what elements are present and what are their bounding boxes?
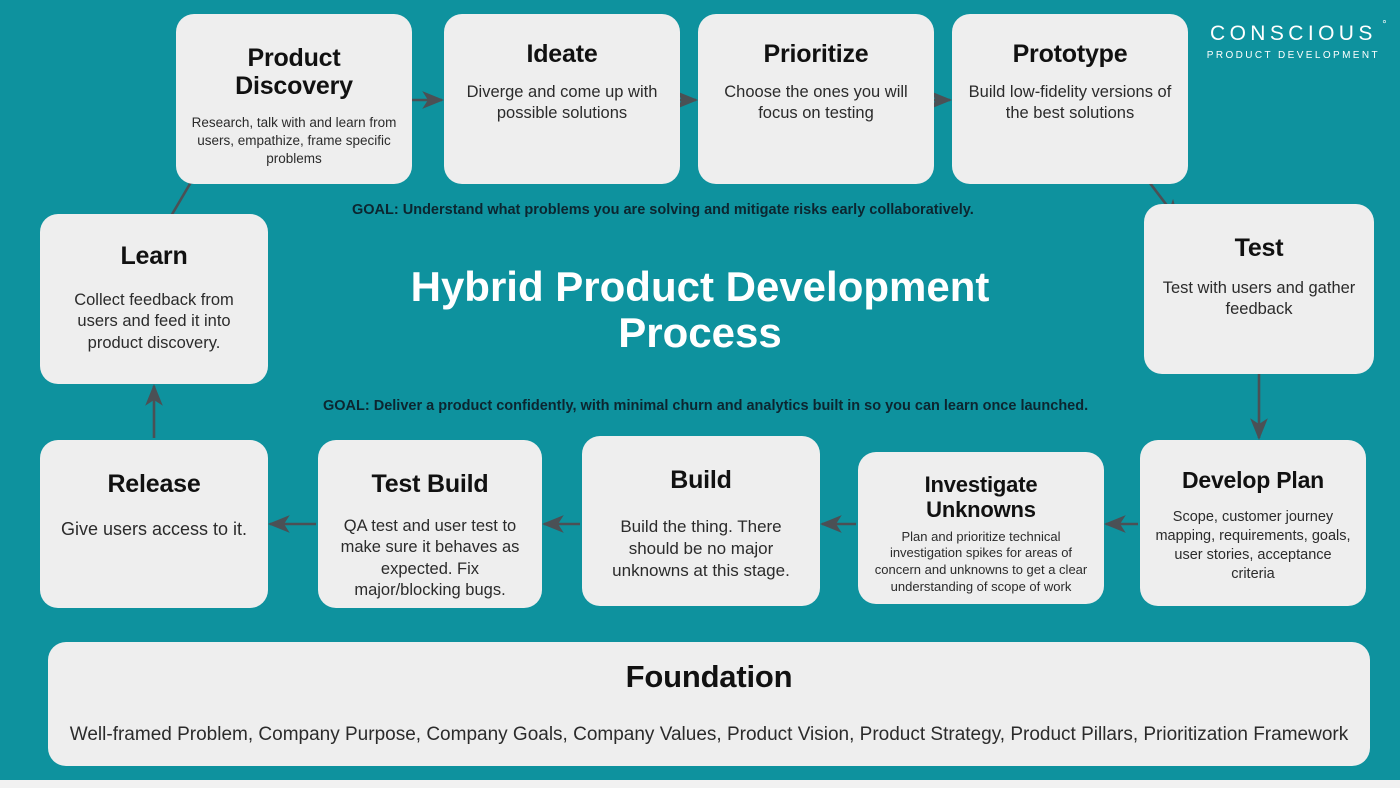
page-title: Hybrid Product Development Process: [400, 263, 1000, 357]
node-title: Prototype: [1012, 40, 1128, 68]
node-description: QA test and user test to make sure it be…: [340, 517, 520, 600]
node-title-line2: Discovery: [235, 72, 353, 100]
node-title-line2: Unknowns: [926, 497, 1036, 523]
node-title: Test Build: [371, 470, 489, 498]
node-description: Scope, customer journey mapping, require…: [1155, 508, 1351, 583]
node-description: Choose the ones you will focus on testin…: [724, 83, 908, 123]
node-title: Investigate Unknowns: [925, 472, 1038, 523]
node-description: Plan and prioritize technical investigat…: [874, 528, 1088, 595]
node-foundation[interactable]: Foundation Well-framed Problem, Company …: [48, 642, 1370, 766]
node-description: Research, talk with and learn from users…: [191, 115, 397, 166]
node-description: Give users access to it.: [60, 519, 248, 539]
node-prioritize[interactable]: Prioritize Choose the ones you will focu…: [698, 14, 934, 184]
node-build[interactable]: Build Build the thing. There should be n…: [582, 436, 820, 606]
node-prototype[interactable]: Prototype Build low-fidelity versions of…: [952, 14, 1188, 184]
node-title: Test: [1234, 234, 1284, 262]
logo-tagline: PRODUCT DEVELOPMENT: [1206, 50, 1380, 61]
goal-text-delivery: GOAL: Deliver a product confidently, wit…: [323, 398, 1089, 414]
node-product-discovery[interactable]: Product Discovery Research, talk with an…: [176, 14, 412, 184]
page-title-line2: Process: [618, 309, 782, 357]
logo-wordmark: CONSCIOUS°: [1207, 19, 1387, 46]
page-title-line1: Hybrid Product Development: [410, 263, 990, 310]
node-title: Product Discovery: [235, 44, 353, 100]
node-title: Learn: [120, 242, 188, 270]
logo-degree-icon: °: [1382, 19, 1391, 31]
node-title: Ideate: [526, 40, 598, 68]
node-description: Diverge and come up with possible soluti…: [466, 83, 658, 123]
node-ideate[interactable]: Ideate Diverge and come up with possible…: [444, 14, 680, 184]
node-learn[interactable]: Learn Collect feedback from users and fe…: [40, 214, 268, 384]
bottom-border-strip: [0, 780, 1400, 788]
node-description: Well-framed Problem, Company Purpose, Co…: [69, 723, 1349, 745]
node-description: Test with users and gather feedback: [1162, 279, 1356, 319]
node-title: Develop Plan: [1181, 467, 1325, 493]
goal-text-discovery: GOAL: Understand what problems you are s…: [352, 202, 974, 218]
node-develop-plan[interactable]: Develop Plan Scope, customer journey map…: [1140, 440, 1366, 606]
node-release[interactable]: Release Give users access to it.: [40, 440, 268, 608]
node-test-build[interactable]: Test Build QA test and user test to make…: [318, 440, 542, 608]
node-title: Foundation: [625, 659, 793, 694]
logo-wordmark-text: CONSCIOUS: [1210, 22, 1377, 45]
node-investigate-unknowns[interactable]: Investigate Unknowns Plan and prioritize…: [858, 452, 1104, 604]
node-description: Collect feedback from users and feed it …: [74, 291, 234, 352]
node-description: Build the thing. There should be no majo…: [612, 517, 790, 581]
node-title: Prioritize: [763, 40, 869, 68]
node-description: Build low-fidelity versions of the best …: [968, 83, 1172, 123]
node-test[interactable]: Test Test with users and gather feedback: [1144, 204, 1374, 374]
node-title: Build: [670, 466, 732, 494]
node-title-line1: Product: [247, 44, 341, 72]
node-title: Release: [107, 470, 201, 498]
brand-logo: CONSCIOUS° PRODUCT DEVELOPMENT: [1206, 19, 1387, 61]
node-title-line1: Investigate: [924, 472, 1038, 497]
